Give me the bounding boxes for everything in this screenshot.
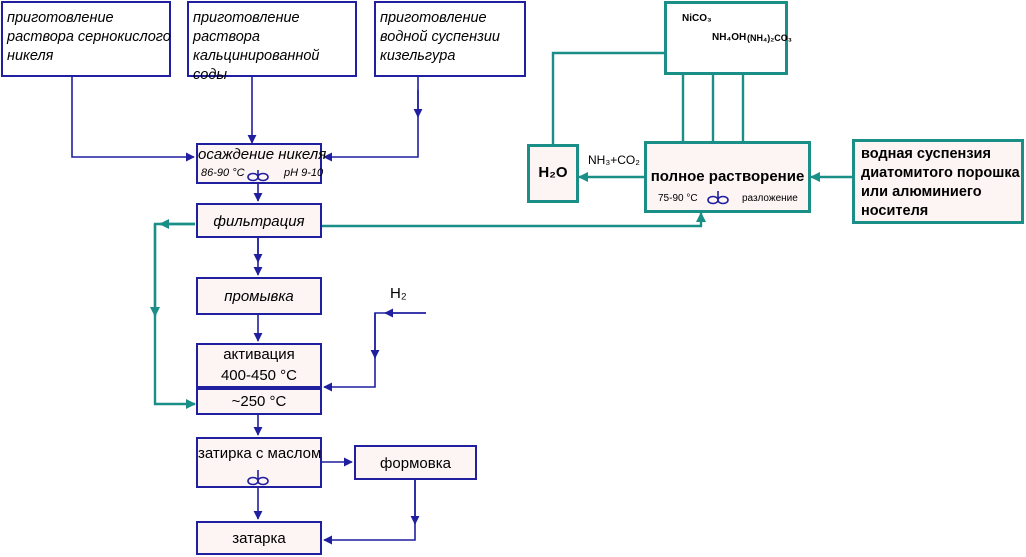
full-dissolution-temp: 75-90 °C (658, 193, 698, 204)
final-mixing-label: затарка (232, 530, 286, 547)
precipitation-temp: 86-90 °C (201, 167, 245, 179)
full-dissolution-title: полное растворение (650, 168, 805, 185)
h2-label: H₂ (390, 285, 407, 302)
filtration-label: фильтрация (213, 213, 305, 230)
activation-temp: 400-450 °C (220, 367, 298, 384)
line-filtration-to-cooling (153, 222, 196, 409)
forming-label: формовка (380, 455, 451, 472)
nh4co3-label: (NH₄)₂CO₃ (747, 33, 792, 43)
line-forming-to-final (323, 480, 416, 545)
line-kieselguhr-to-precipitation (323, 77, 419, 162)
box-soda-solution-prep: приготовление раствора кальцинированной … (187, 1, 357, 83)
box-full-dissolution: полное растворение 75-90 °C разложение (644, 141, 811, 213)
oil-mixing-label: затирка с маслом (198, 445, 322, 462)
box-precipitation: осаждение никеля 86-90 °C pH 9-10 (196, 143, 327, 184)
cooling-temp: ~250 °C (231, 393, 287, 410)
box-carrier-suspension: водная суспензия диатомитого порошка или… (852, 139, 1024, 224)
water-label: H₂O (538, 164, 568, 181)
kieselguhr-prep-label: приготовление водной суспензии кизельгур… (380, 10, 500, 64)
nh3-co2-label: NH₃+CO₂ (588, 153, 640, 167)
line-water-to-reagents (551, 48, 714, 144)
carrier-suspension-label: водная суспензия диатомитого порошка или… (861, 146, 1020, 219)
box-reagents: NiCO₃ NH₄OH (NH₄)₂CO₃ (664, 1, 792, 75)
washing-label: промывка (224, 288, 294, 305)
nh4oh-label: NH₄OH (712, 32, 747, 43)
box-filtration: фильтрация (196, 203, 322, 238)
box-activation: активация 400-450 °C (196, 343, 322, 388)
stirrer-icon (247, 470, 269, 486)
nickel-sulfate-prep-label: приготовление раствора сернокислого нике… (7, 10, 171, 64)
precipitation-title: осаждение никеля (198, 146, 327, 163)
box-water: H₂O (527, 144, 579, 203)
line-filtrate-return (322, 212, 706, 228)
box-final-mixing: затарка (196, 521, 322, 555)
box-cooling: ~250 °C (196, 388, 322, 415)
stirrer-icon (707, 191, 729, 205)
precipitation-ph: pH 9-10 (284, 167, 324, 179)
box-kieselguhr-prep: приготовление водной суспензии кизельгур… (374, 1, 526, 77)
box-forming: формовка (354, 445, 477, 480)
activation-title: активация (223, 346, 295, 363)
line-nickel-to-precipitation (71, 77, 195, 162)
stirrer-icon (247, 170, 269, 182)
box-washing: промывка (196, 277, 322, 315)
nico3-label: NiCO₃ (682, 13, 712, 24)
soda-solution-prep-label: приготовление раствора кальцинированной … (193, 10, 320, 83)
full-dissolution-decomposition: разложение (742, 193, 798, 204)
box-nickel-sulfate-prep: приготовление раствора сернокислого нике… (1, 1, 171, 77)
